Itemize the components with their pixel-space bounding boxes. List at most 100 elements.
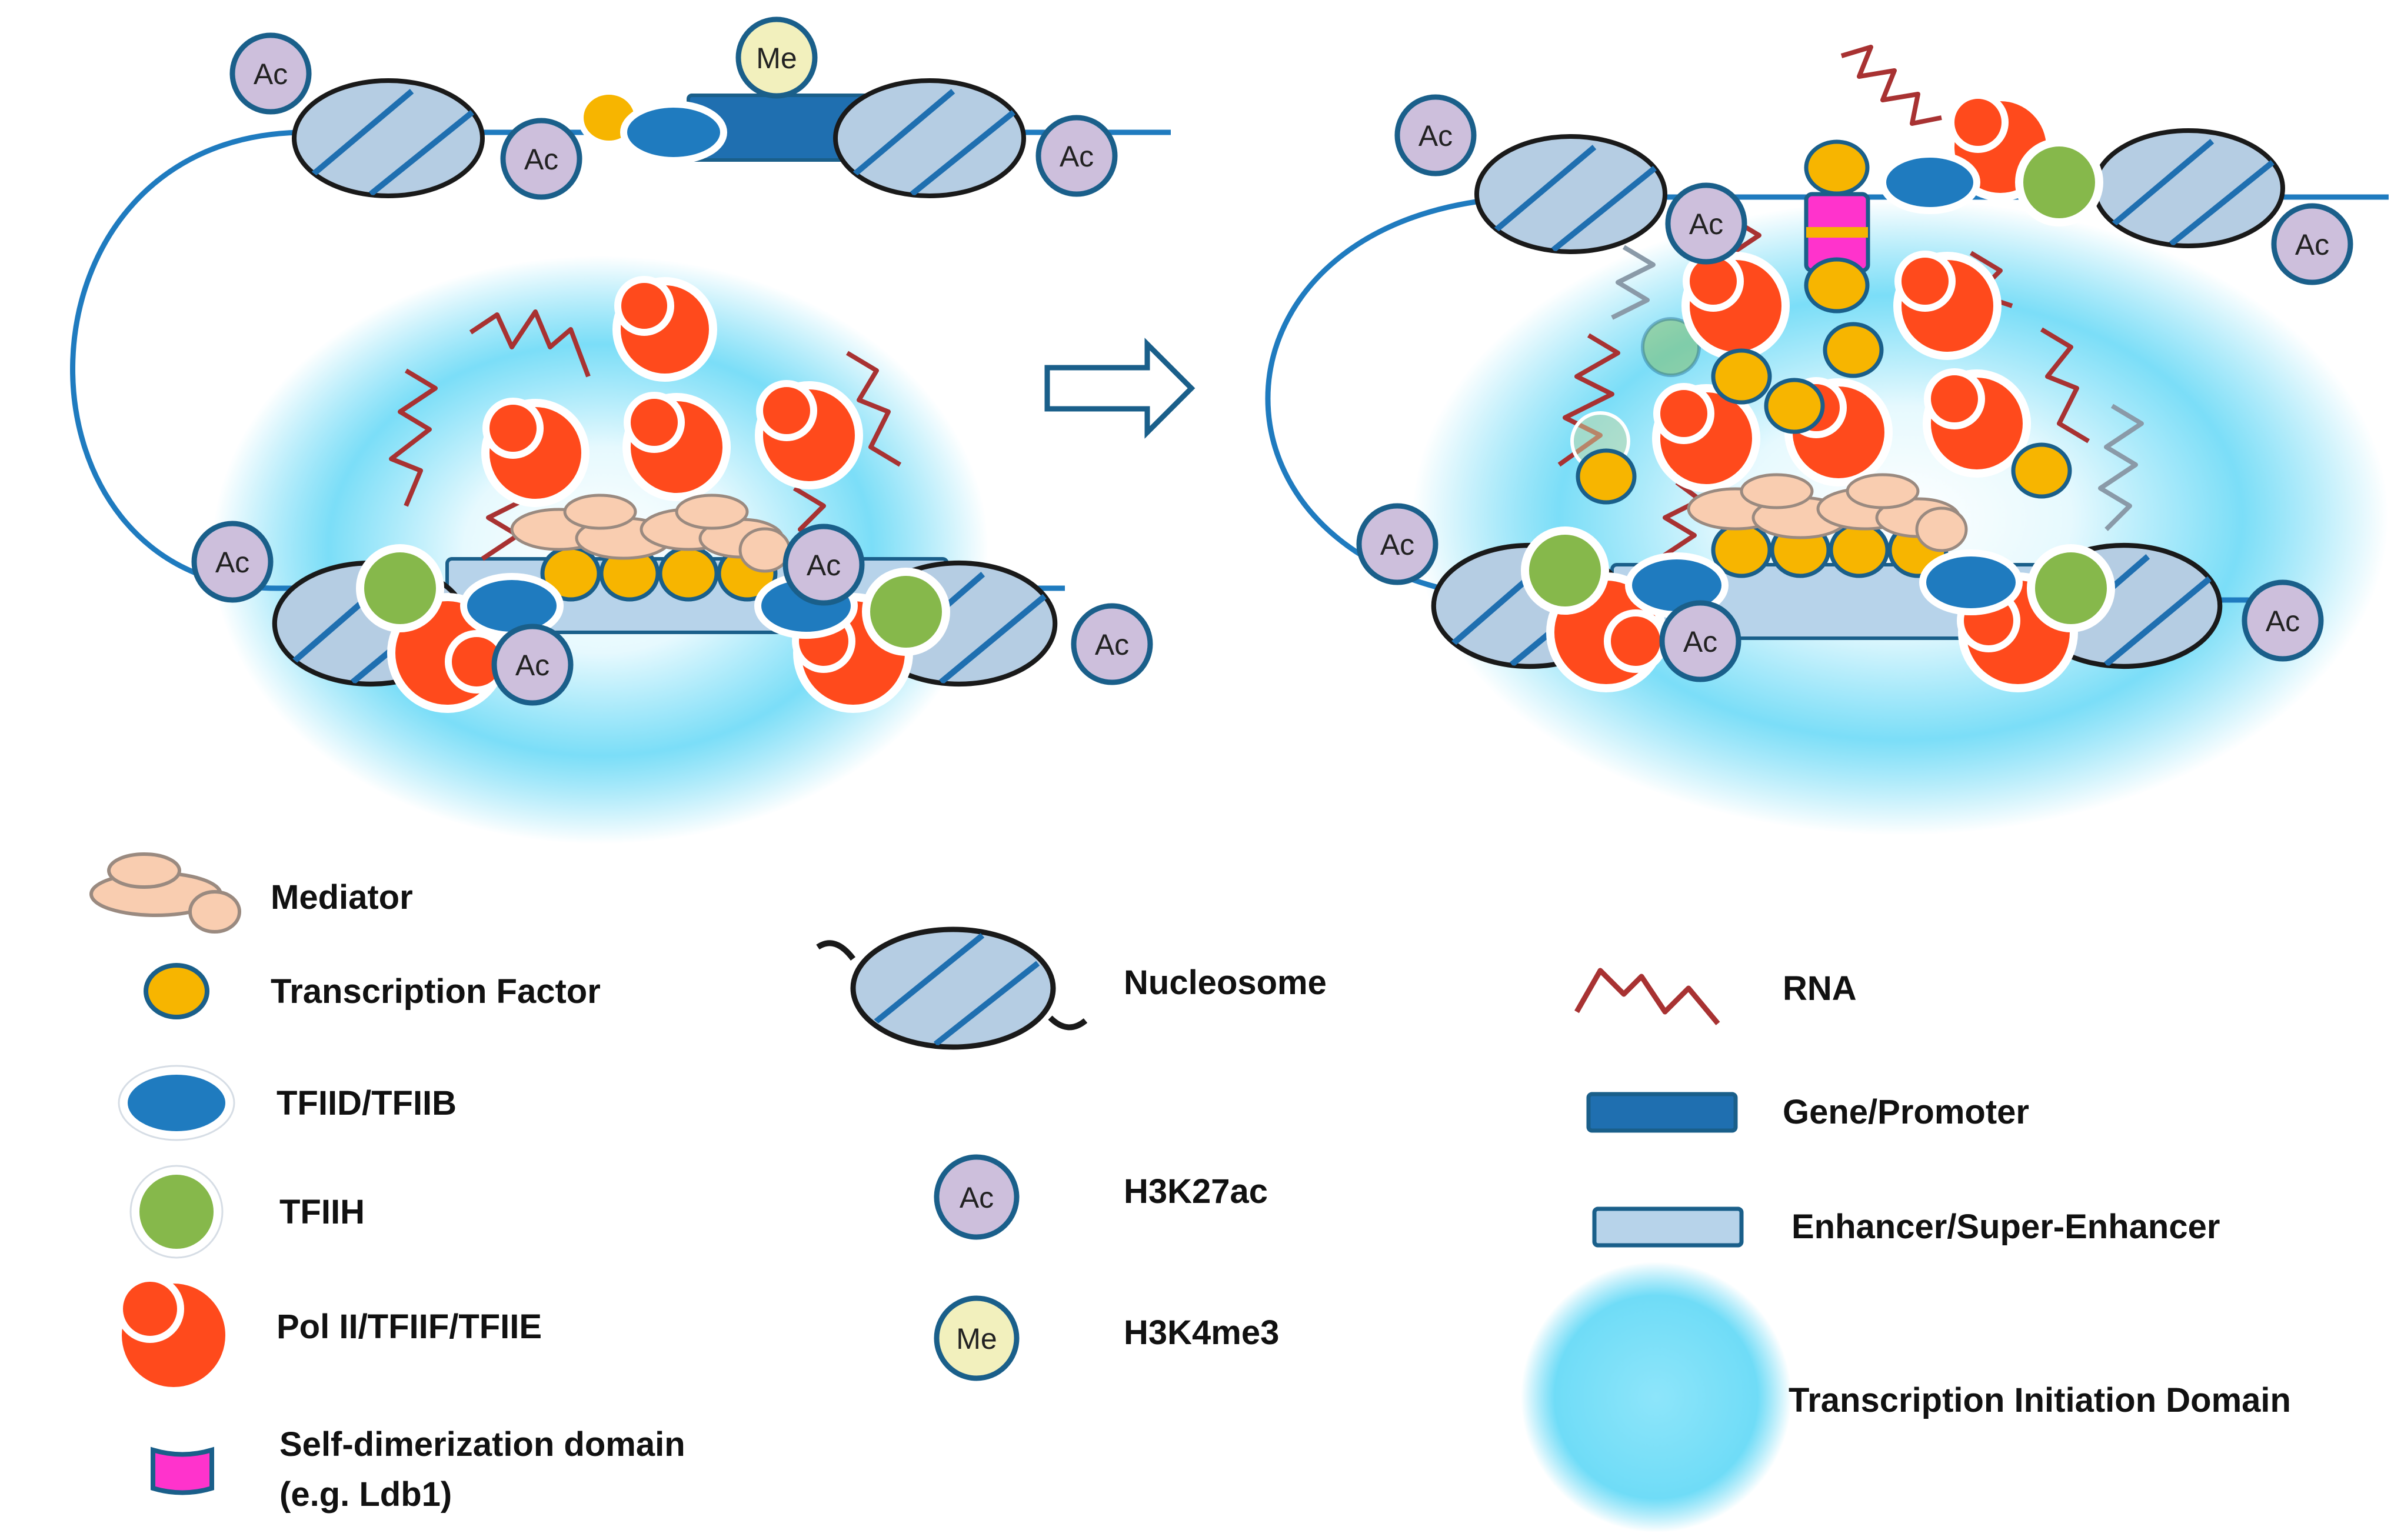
svg-text:Ac: Ac <box>807 549 841 582</box>
legend-label-transcription-factor: Transcription Factor <box>271 972 601 1011</box>
self-dimerization-stack <box>1804 139 1870 314</box>
rna <box>2040 327 2090 444</box>
legend-mediator-icon <box>89 852 241 934</box>
transcription-factor <box>1711 348 1772 405</box>
transcription-factor <box>1576 448 1637 505</box>
tfiih <box>2015 138 2103 226</box>
transcription-factor <box>658 545 719 602</box>
nucleosome <box>1474 134 1667 254</box>
pol-ii-complex <box>1681 251 1790 360</box>
svg-text:Ac: Ac <box>2266 605 2300 638</box>
legend-label-gene-promoter: Gene/Promoter <box>1783 1093 2029 1131</box>
legend-label-nucleosome: Nucleosome <box>1124 964 1327 1002</box>
transcription-factor <box>1764 378 1825 434</box>
right-panel: Ac Ac Ac Ac Ac Ac <box>1265 45 2389 835</box>
h3k27ac-mark: Ac <box>2271 203 2353 285</box>
tfiih <box>1521 526 1609 615</box>
rna <box>2098 404 2144 531</box>
legend-label-tfiid-tfiib: TFIID/TFIIB <box>277 1084 457 1122</box>
legend-h3k27ac-icon: Ac <box>934 1154 1020 1240</box>
svg-text:Ac: Ac <box>515 649 550 682</box>
legend-enhancer-icon <box>1592 1206 1744 1248</box>
tfiid-tfiib <box>620 101 727 164</box>
left-panel: Ac Ac Ac Me Ac Ac Ac Ac <box>70 16 1171 844</box>
svg-text:Ac: Ac <box>254 58 288 91</box>
svg-text:Ac: Ac <box>524 143 558 176</box>
tfiid-tfiib <box>1879 151 1980 214</box>
nucleosome <box>292 78 485 198</box>
dna-loop <box>70 129 1171 591</box>
h3k27ac-mark: Ac <box>191 521 274 603</box>
legend-label-h3k4me3: H3K4me3 <box>1124 1314 1279 1352</box>
svg-text:Ac: Ac <box>1380 528 1414 561</box>
legend-h3k4me3-icon: Me <box>934 1295 1020 1381</box>
pol-ii-complex <box>1652 383 1760 492</box>
transcription-factor <box>1711 522 1772 578</box>
h3k27ac-mark: Ac <box>491 624 574 706</box>
legend: Mediator Transcription Factor TFIID/TFII… <box>89 852 2291 1532</box>
legend-tfiih-outline <box>129 1165 224 1259</box>
mediator <box>675 494 749 530</box>
h3k27ac-mark: Ac <box>782 524 865 606</box>
h3k27ac-mark: Ac <box>500 118 582 200</box>
legend-tfiih-icon <box>131 1166 222 1257</box>
svg-text:Ac: Ac <box>1418 119 1453 152</box>
h3k27ac-mark: Ac <box>2242 579 2324 662</box>
nucleosome <box>833 78 1026 198</box>
rna <box>845 351 902 467</box>
legend-label-mediator: Mediator <box>271 878 413 916</box>
h3k4me3-mark: Me <box>735 16 818 99</box>
pol-ii-complex <box>481 398 590 507</box>
legend-nucleosome-icon <box>816 926 1088 1050</box>
svg-text:Ac: Ac <box>1095 628 1129 661</box>
svg-text:Ac: Ac <box>960 1181 994 1214</box>
nucleosome <box>2092 128 2285 248</box>
legend-tfiid-icon <box>119 1066 234 1139</box>
mediator <box>1740 473 1814 509</box>
pol-ii-complex <box>1893 251 2002 360</box>
tfiih <box>2027 544 2115 632</box>
rna <box>389 368 438 507</box>
legend-gene-promoter-icon <box>1586 1092 1738 1133</box>
legend-label-tid: Transcription Initiation Domain <box>1789 1381 2291 1419</box>
legend-label-h3k27ac: H3K27ac <box>1124 1172 1268 1211</box>
svg-text:Me: Me <box>956 1322 997 1355</box>
svg-text:Ac: Ac <box>1683 625 1717 658</box>
legend-self-dimerization-icon <box>151 1446 214 1495</box>
h3k27ac-mark: Ac <box>1035 115 1118 197</box>
transcription-factor <box>1829 522 1890 578</box>
svg-text:Ac: Ac <box>2295 228 2329 261</box>
legend-label-pol-ii: Pol II/TFIIF/TFIIE <box>277 1308 542 1346</box>
svg-text:Ac: Ac <box>1060 140 1094 173</box>
legend-tfiid-outline <box>118 1065 235 1141</box>
svg-text:Ac: Ac <box>1689 208 1723 241</box>
mediator <box>563 494 637 530</box>
h3k27ac-mark: Ac <box>1356 503 1438 585</box>
mediator <box>1915 506 1968 552</box>
svg-text:Ac: Ac <box>215 546 249 579</box>
transcription-factor <box>1823 322 1884 378</box>
h3k27ac-mark: Ac <box>1394 94 1477 176</box>
tfiih <box>356 544 444 632</box>
legend-label-tfiih: TFIIH <box>279 1193 365 1231</box>
pol-ii-complex <box>612 276 717 382</box>
legend-transcription-factor-icon <box>144 963 209 1019</box>
legend-label-self-dimerization-example: (e.g. Ldb1) <box>279 1475 452 1514</box>
svg-text:Me: Me <box>756 42 797 75</box>
h3k27ac-mark: Ac <box>1665 182 1747 265</box>
rna <box>1611 245 1656 320</box>
legend-tid-icon <box>1521 1262 1791 1532</box>
pol-ii-complex <box>755 380 863 489</box>
transcription-factor <box>2011 442 2072 499</box>
tfiih <box>862 568 950 656</box>
tfiih <box>1641 317 1701 377</box>
rna <box>1840 45 1942 126</box>
legend-label-enhancer: Enhancer/Super-Enhancer <box>1791 1208 2220 1246</box>
h3k27ac-mark: Ac <box>229 32 312 115</box>
legend-pol-ii-icon <box>114 1275 234 1395</box>
legend-label-rna: RNA <box>1783 969 1857 1008</box>
pol-ii-complex <box>622 392 731 501</box>
mediator <box>738 527 791 573</box>
right-arrow-icon <box>1044 338 1195 439</box>
